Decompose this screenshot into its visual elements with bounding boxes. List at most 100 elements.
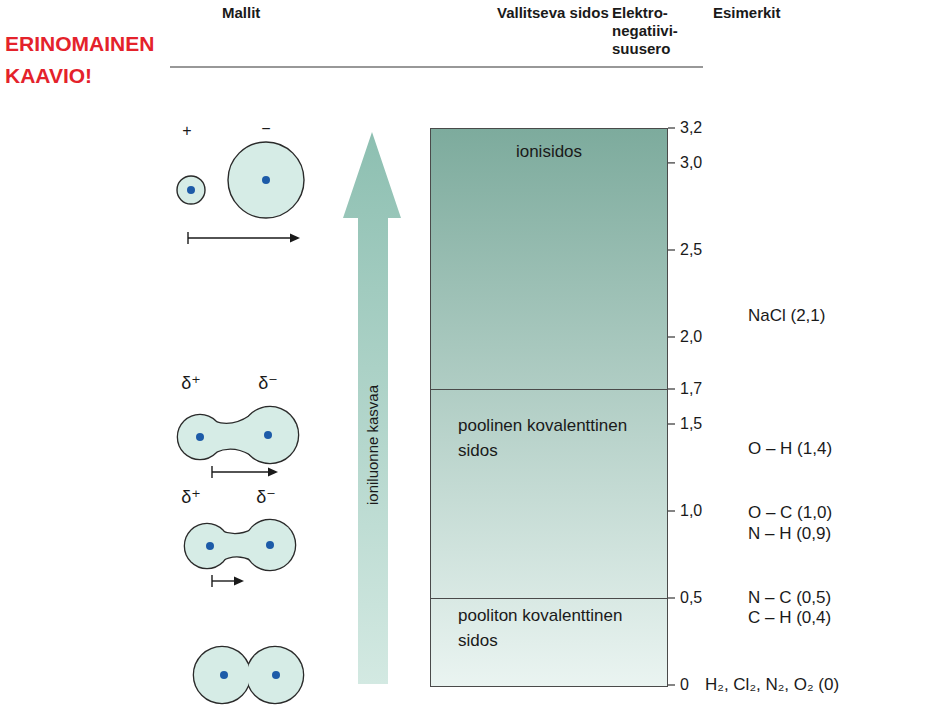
label-holder: δ⁺ — [181, 487, 201, 509]
dipole-arrow — [212, 471, 270, 472]
label-holder: + — [182, 121, 191, 140]
scale-value: 3,0 — [680, 153, 702, 172]
scale-value: 0,5 — [680, 588, 702, 607]
dipole-arrow-head — [234, 577, 244, 586]
atom-outline — [242, 407, 298, 463]
bond-fill — [215, 416, 250, 454]
nucleus-dot — [196, 433, 204, 441]
tick — [668, 423, 675, 424]
label-holder: ioniluonne kasvaa — [364, 385, 382, 505]
molecule-outline — [178, 407, 298, 463]
tick — [668, 684, 675, 685]
atom-fill — [194, 647, 250, 703]
label-holder: 3,2 — [680, 118, 702, 137]
label-holder: 1,7 — [680, 380, 702, 399]
nucleus-dot — [220, 671, 228, 679]
nonpolar-covalent-band: pooliton kovalenttinen sidos — [430, 598, 668, 687]
scale-value: 1,0 — [680, 501, 702, 520]
label-holder: 0 — [680, 675, 689, 694]
cation-circle — [177, 176, 205, 204]
molecule-fill — [178, 407, 298, 463]
scale-value: 2,0 — [680, 327, 702, 346]
example-bond: NaCl (2,1) — [748, 306, 825, 326]
band-label: pooliton kovalenttinen sidos — [458, 603, 633, 653]
example-bond: C – H (0,4) — [748, 608, 831, 628]
label-holder: ERINOMAINEN KAAVIO! — [5, 28, 185, 91]
tick — [668, 388, 675, 389]
dipole-arrow-tail — [211, 466, 212, 478]
column-header: Vallitseva sidos — [497, 4, 609, 22]
bond-fill — [220, 530, 252, 561]
label-holder: − — [261, 119, 270, 138]
label-holder: 1,5 — [680, 414, 702, 433]
dipole-arrow-head — [290, 234, 300, 243]
label-holder: Vallitseva sidos — [497, 4, 609, 22]
atom-fill — [242, 407, 298, 463]
nucleus-dot — [187, 186, 195, 194]
example-bond: H₂, Cl₂, N₂, O₂ (0) — [705, 675, 839, 695]
scale-value: 3,2 — [680, 118, 702, 137]
label-holder: 2,0 — [680, 327, 702, 346]
band-label: poolinen kovalenttinen sidos — [458, 413, 633, 463]
label-holder: NaCl (2,1) — [748, 306, 825, 326]
atom-outline — [247, 647, 303, 703]
dipole-arrow — [212, 580, 236, 581]
tick — [668, 127, 675, 128]
polar-model-weak — [185, 520, 295, 587]
label-holder: δ⁻ — [256, 487, 276, 509]
tick — [668, 336, 675, 337]
scale-ticks — [668, 128, 675, 685]
polar-model-strong — [178, 407, 298, 478]
label-holder: H₂, Cl₂, N₂, O₂ (0) — [705, 675, 839, 695]
label-holder: δ⁻ — [258, 373, 278, 395]
axis-label: ioniluonne kasvaa — [364, 385, 382, 505]
tick — [668, 162, 675, 163]
label-holder: O – H (1,4) — [748, 439, 832, 459]
charge-sign: + — [182, 121, 191, 140]
dipole-arrow-tail — [187, 232, 188, 244]
label-holder: 3,0 — [680, 153, 702, 172]
partial-charge: δ⁻ — [258, 373, 278, 395]
atom-outline — [194, 647, 250, 703]
label-holder: 0,5 — [680, 588, 702, 607]
nucleus-dot — [266, 541, 274, 549]
column-header: Elektro- negatiivi- suusero — [612, 4, 692, 58]
molecule-fill — [185, 520, 295, 570]
partial-charge: δ⁺ — [181, 373, 201, 395]
nonpolar-model — [194, 647, 303, 703]
label-holder: 2,5 — [680, 240, 702, 259]
label-holder: N – H (0,9) — [748, 524, 831, 544]
tick — [668, 510, 675, 511]
partial-charge: δ⁻ — [256, 487, 276, 509]
nucleus-dot — [264, 431, 272, 439]
molecule-outline — [194, 647, 303, 703]
label-holder: δ⁺ — [181, 373, 201, 395]
label-holder: Elektro- negatiivi- suusero — [612, 4, 692, 58]
charge-sign: − — [261, 119, 270, 138]
bond-outline — [220, 530, 252, 561]
bond-outline — [215, 416, 250, 454]
tick — [668, 597, 675, 598]
polar-covalent-band: poolinen kovalenttinen sidos — [430, 389, 668, 599]
atom-outline — [245, 520, 295, 570]
nucleus-dot — [272, 671, 280, 679]
column-header: Esimerkit — [713, 4, 781, 22]
example-bond: N – C (0,5) — [748, 588, 831, 608]
partial-charge: δ⁺ — [181, 487, 201, 509]
nucleus-dot — [206, 542, 214, 550]
atom-fill — [245, 520, 295, 570]
molecule-outline — [185, 520, 295, 570]
dipole-arrow-tail — [211, 575, 212, 587]
label-holder: Esimerkit — [713, 4, 781, 22]
increase-arrow — [343, 132, 401, 684]
label-holder: O – C (1,0) — [748, 503, 832, 523]
example-bond: N – H (0,9) — [748, 524, 831, 544]
scale-value: 0 — [680, 675, 689, 694]
atom-fill — [247, 647, 303, 703]
dipole-arrow-head — [268, 468, 278, 477]
label-holder: C – H (0,4) — [748, 608, 831, 628]
anion-circle — [228, 142, 304, 218]
example-bond: O – H (1,4) — [748, 439, 832, 459]
label-holder: 1,0 — [680, 501, 702, 520]
